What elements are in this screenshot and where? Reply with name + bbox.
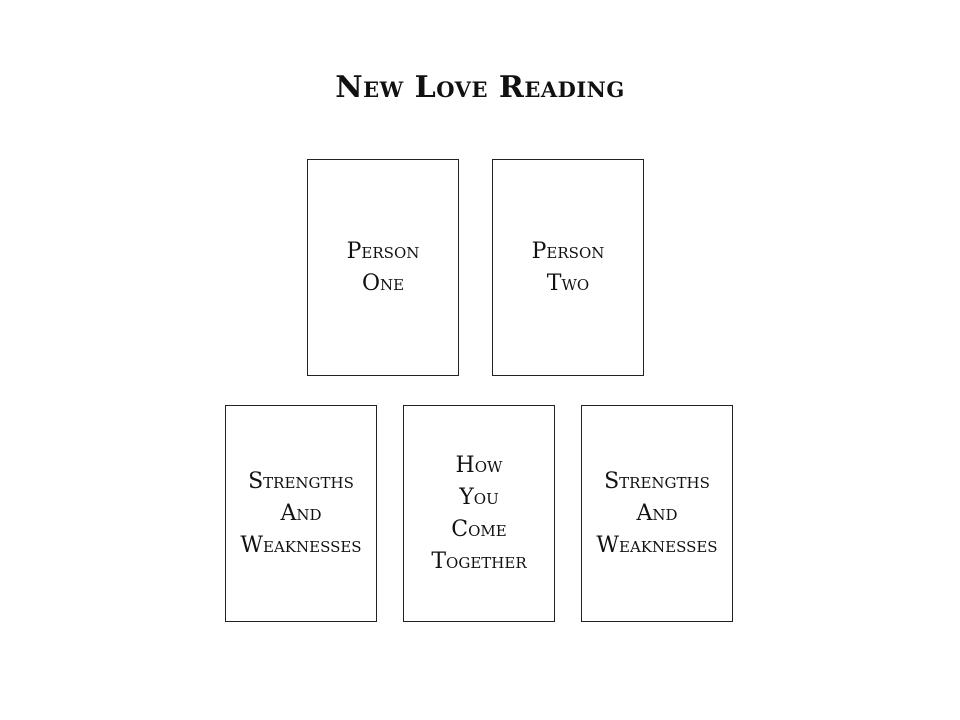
card-label-line: Together — [431, 548, 527, 574]
card-label-line: Two — [546, 270, 590, 296]
page-title: New Love Reading — [335, 70, 625, 105]
card-strengths-and-weaknesses-left[interactable]: Strengths And Weaknesses — [225, 405, 377, 622]
card-label-line: Person — [531, 238, 605, 264]
card-label-line: One — [361, 270, 405, 296]
card-label-line: And — [636, 500, 678, 526]
card-label: Strengths And Weaknesses — [226, 466, 376, 562]
card-label-line: Strengths — [248, 468, 354, 494]
card-person-two[interactable]: Person Two — [492, 159, 644, 376]
card-label-line: Strengths — [604, 468, 710, 494]
card-label-line: You — [459, 484, 499, 510]
card-label-line: Come — [451, 516, 507, 542]
card-how-you-come-together[interactable]: How You Come Together — [403, 405, 555, 622]
card-label: Person Two — [493, 236, 643, 300]
card-label: Person One — [308, 236, 458, 300]
card-label-line: Weaknesses — [240, 532, 362, 558]
card-label: How You Come Together — [404, 450, 554, 578]
card-label-line: Person — [346, 238, 420, 264]
card-label-line: And — [280, 500, 322, 526]
card-person-one[interactable]: Person One — [307, 159, 459, 376]
card-label: Strengths And Weaknesses — [582, 466, 732, 562]
card-label-line: Weaknesses — [596, 532, 718, 558]
card-label-line: How — [455, 452, 503, 478]
card-strengths-and-weaknesses-right[interactable]: Strengths And Weaknesses — [581, 405, 733, 622]
